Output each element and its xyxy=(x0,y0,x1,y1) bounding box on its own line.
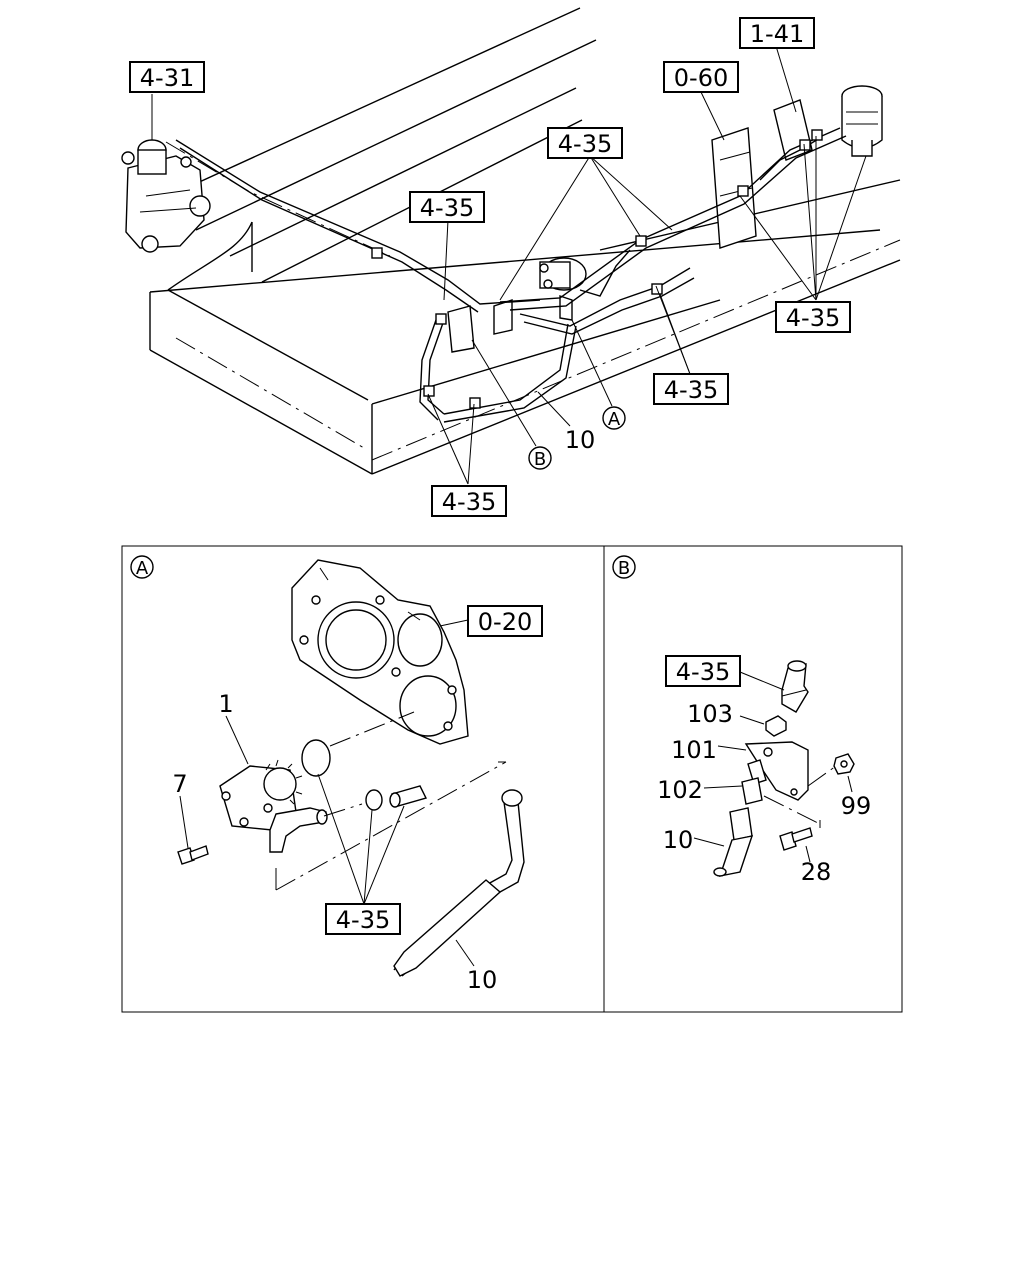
power-steering-pump xyxy=(539,257,587,321)
hose-lines xyxy=(165,127,847,423)
svg-text:B: B xyxy=(534,449,546,470)
hose-10-panel-b xyxy=(713,807,754,877)
part-number-10-top: 10 xyxy=(565,426,596,454)
callout-1-41: 1-41 xyxy=(739,17,815,49)
pressure-hose-10 xyxy=(393,789,525,977)
svg-text:0-20: 0-20 xyxy=(478,608,532,636)
detail-marker-a-main: A xyxy=(602,406,626,430)
svg-text:B: B xyxy=(618,558,630,579)
svg-text:4-35: 4-35 xyxy=(664,376,718,404)
callout-4-35-panel-b: 4-35 xyxy=(665,655,741,687)
part-number-28: 28 xyxy=(801,858,832,886)
part-number-10-panel-b: 10 xyxy=(663,826,694,854)
callout-4-31: 4-31 xyxy=(129,61,205,93)
leader-lines-b xyxy=(693,671,853,863)
bracket-hole xyxy=(763,747,773,757)
engine-plate xyxy=(291,559,469,745)
svg-text:A: A xyxy=(136,558,149,579)
callout-4-35-right: 4-35 xyxy=(775,301,851,333)
svg-text:0-60: 0-60 xyxy=(674,64,728,92)
bolt-28 xyxy=(779,827,813,851)
part-number-7: 7 xyxy=(172,770,187,798)
callout-4-35-panel-a: 4-35 xyxy=(325,903,401,935)
fluid-reservoir xyxy=(841,85,883,157)
part-number-102: 102 xyxy=(657,776,703,804)
hose-clip xyxy=(365,789,383,811)
svg-text:4-35: 4-35 xyxy=(336,906,390,934)
bolt-7 xyxy=(177,845,209,865)
callout-4-35-top: 4-35 xyxy=(547,127,623,159)
callout-4-35-mid: 4-35 xyxy=(653,373,729,405)
svg-text:4-35: 4-35 xyxy=(558,130,612,158)
hose-sleeve xyxy=(389,785,428,808)
hose-end-fitting xyxy=(781,660,809,713)
bracket-b xyxy=(447,299,513,353)
callout-0-60: 0-60 xyxy=(663,61,739,93)
part-number-10-panel-a: 10 xyxy=(467,966,498,994)
o-ring xyxy=(301,739,331,777)
svg-text:A: A xyxy=(608,409,621,430)
leader-lines-a xyxy=(179,619,507,967)
part-number-101: 101 xyxy=(671,736,717,764)
svg-text:4-35: 4-35 xyxy=(786,304,840,332)
steering-gear-unit xyxy=(121,139,211,253)
chassis-frame xyxy=(149,7,901,475)
part-number-1: 1 xyxy=(218,690,233,718)
connector-102 xyxy=(741,759,767,805)
nut-103 xyxy=(765,715,787,737)
detail-marker-a-panel: A xyxy=(130,555,154,579)
svg-text:4-35: 4-35 xyxy=(676,658,730,686)
detail-marker-b-panel: B xyxy=(612,555,636,579)
bracket-hole-2 xyxy=(790,788,798,796)
pump-assembly xyxy=(219,759,328,853)
part-number-99: 99 xyxy=(841,792,872,820)
svg-text:1-41: 1-41 xyxy=(750,20,804,48)
svg-text:4-31: 4-31 xyxy=(140,64,194,92)
leader-lines-top xyxy=(151,45,867,485)
callout-4-35-bottom: 4-35 xyxy=(431,485,507,517)
detail-panel-frame xyxy=(121,545,903,1013)
detail-marker-b-main: B xyxy=(528,446,552,470)
callout-4-35-left: 4-35 xyxy=(409,191,485,223)
callout-0-20: 0-20 xyxy=(467,605,543,637)
svg-text:4-35: 4-35 xyxy=(442,488,496,516)
nut-99 xyxy=(833,753,855,775)
part-number-103: 103 xyxy=(687,700,733,728)
svg-text:4-35: 4-35 xyxy=(420,194,474,222)
